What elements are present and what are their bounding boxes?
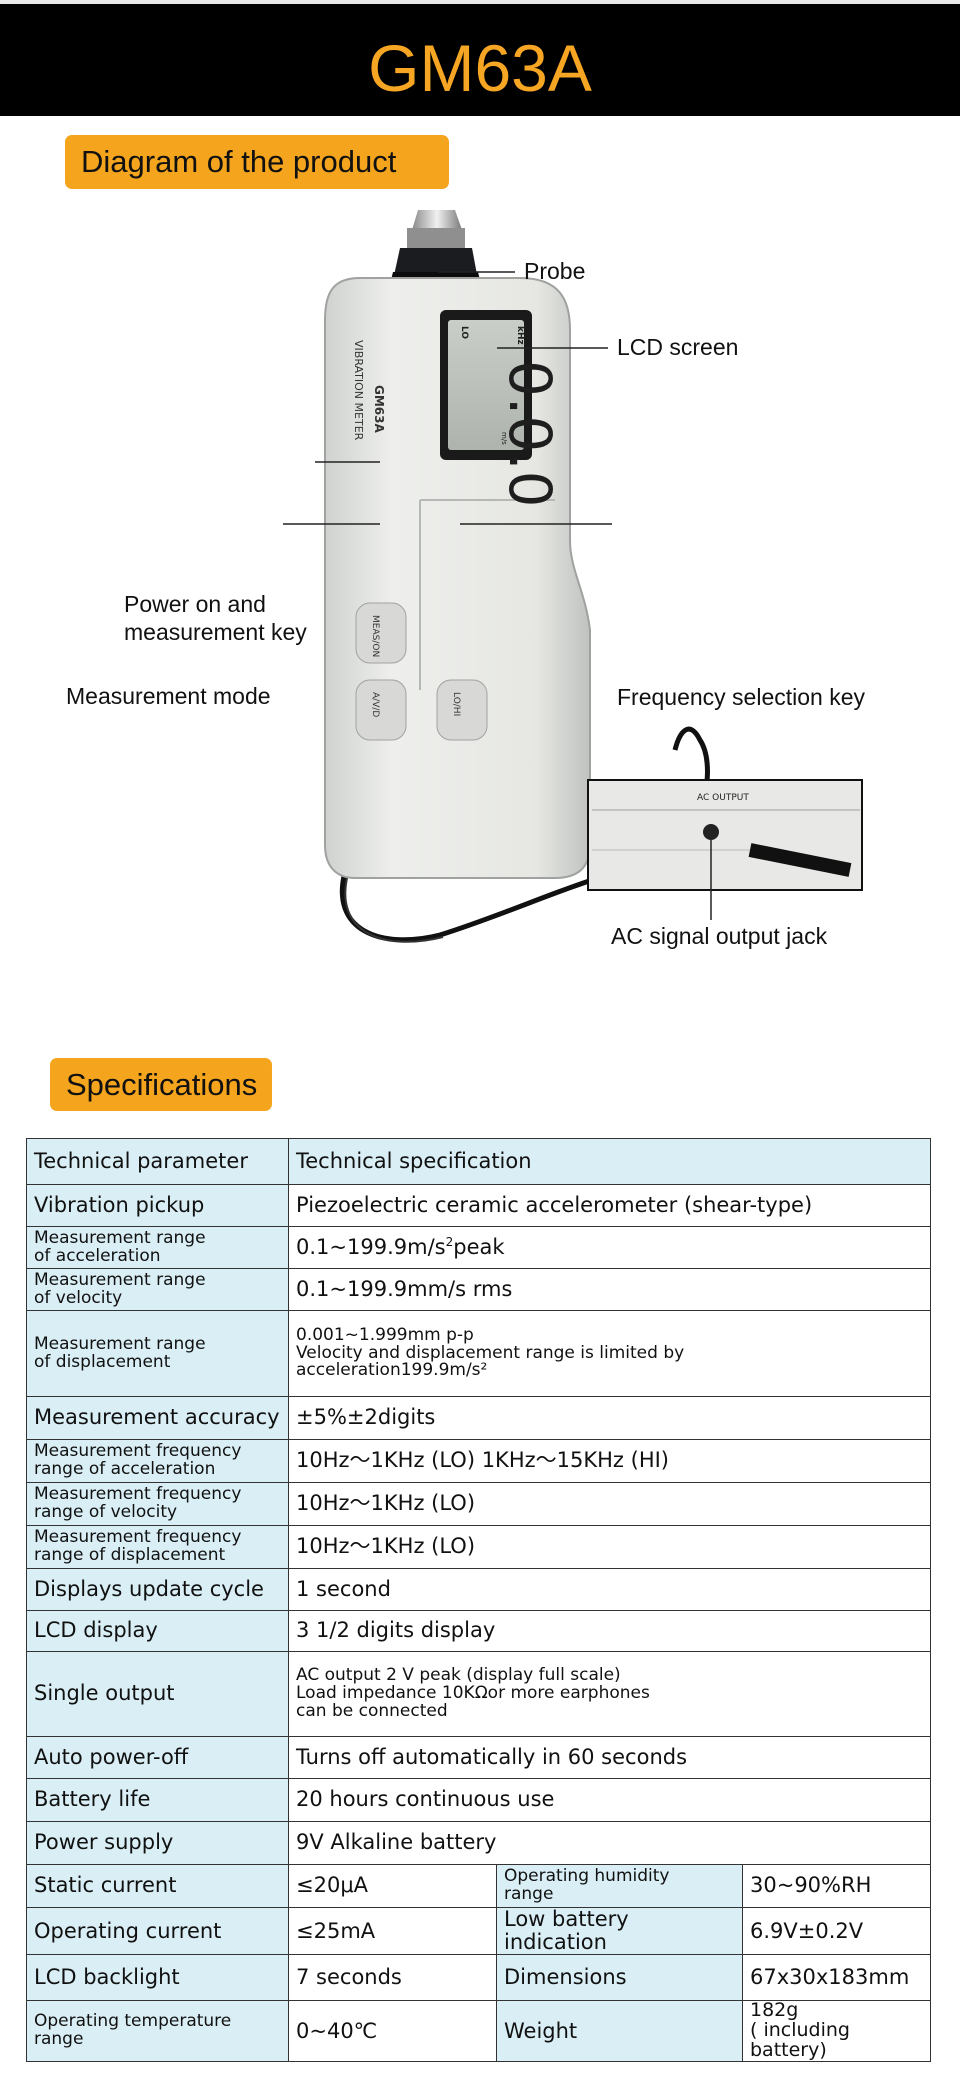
table-row: Single output AC output 2 V peak (displa…	[26, 1651, 931, 1737]
product-diagram: 0.0.0 kHz LO m/s GM63A VIBRATION METER M…	[0, 170, 960, 990]
ac-jack-label: AC signal output jack	[611, 923, 828, 949]
power-key-label: Power on and measurement key	[124, 591, 307, 645]
lcd-digits: 0.0.0	[496, 360, 564, 508]
table-row: Measurement range of velocity 0.1~199.9m…	[26, 1268, 931, 1311]
table-row: Technical parameter Technical specificat…	[26, 1138, 931, 1185]
device-name-label: VIBRATION METER	[352, 340, 365, 441]
table-row: Measurement accuracy ±5%±2digits	[26, 1396, 931, 1440]
table-row: Measurement frequency range of velocity …	[26, 1482, 931, 1526]
meas-on-key[interactable]	[355, 602, 407, 664]
device-illustration: 0.0.0 kHz LO m/s GM63A VIBRATION METER M…	[283, 170, 863, 943]
table-row: Measurement frequency range of displacem…	[26, 1525, 931, 1569]
table-row: LCD backlight 7 seconds Dimensions 67x30…	[26, 1954, 931, 2002]
frequency-key-label: Frequency selection key	[617, 684, 866, 710]
diagram-section-title: Diagram of the product	[65, 135, 449, 189]
acc-range-value: 0.1~199.9m/s2peak	[288, 1226, 931, 1269]
table-row: Measurement range of displacement 0.001~…	[26, 1310, 931, 1397]
avd-key[interactable]	[355, 679, 407, 741]
table-row: Measurement range of acceleration 0.1~19…	[26, 1226, 931, 1269]
svg-text:LO/HI: LO/HI	[451, 692, 461, 716]
probe-label: Probe	[524, 258, 586, 284]
table-row: LCD display 3 1/2 digits display	[26, 1610, 931, 1652]
svg-text:A/V/D: A/V/D	[370, 692, 380, 717]
measurement-mode-label: Measurement mode	[66, 683, 271, 709]
lcd-unit: m/s	[500, 432, 508, 445]
lohi-key[interactable]	[436, 679, 488, 741]
model-label: GM63A	[372, 385, 386, 433]
table-row: Operating temperature range 0~40℃ Weight…	[26, 2000, 931, 2062]
specifications-title: Specifications	[50, 1058, 272, 1111]
table-row: Static current ≤20μA Operating humidity …	[26, 1864, 931, 1908]
table-row: Battery life 20 hours continuous use	[26, 1778, 931, 1822]
table-row: Measurement frequency range of accelerat…	[26, 1439, 931, 1483]
lcd-screen-label: LCD screen	[617, 334, 739, 360]
lcd-lo: LO	[459, 326, 469, 339]
lcd-khz: kHz	[515, 326, 525, 345]
page-title: GM63A	[368, 31, 592, 105]
table-row: Displays update cycle 1 second	[26, 1568, 931, 1611]
table-row: Operating current ≤25mA Low battery indi…	[26, 1906, 931, 1956]
svg-text:MEAS/ON: MEAS/ON	[370, 615, 380, 657]
table-row: Vibration pickup Piezoelectric ceramic a…	[26, 1184, 931, 1227]
table-row: Auto power-off Turns off automatically i…	[26, 1736, 931, 1779]
page-header: GM63A	[0, 4, 960, 116]
top-divider	[0, 0, 960, 4]
ac-output-label: AC OUTPUT	[697, 793, 749, 803]
jack-inset	[587, 779, 863, 891]
specifications-table: Technical parameter Technical specificat…	[26, 1138, 931, 2062]
table-row: Power supply 9V Alkaline battery	[26, 1821, 931, 1865]
